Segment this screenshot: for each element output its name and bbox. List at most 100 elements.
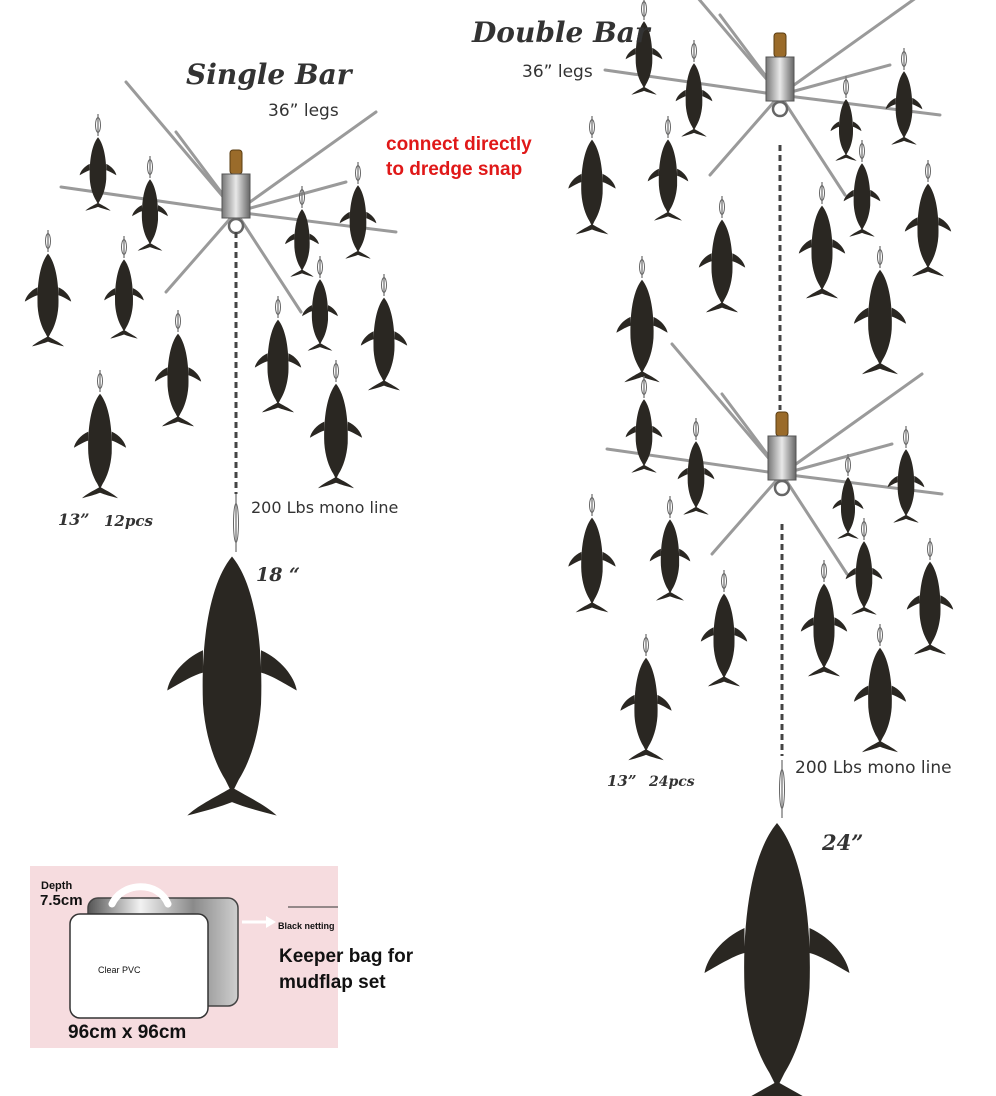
- single-teaser-snap-3-loop: [121, 239, 127, 255]
- double-lower-teaser-11: [853, 647, 907, 753]
- double-lower-teaser-9: [845, 541, 883, 615]
- keeper-bag-panel: Depth 7.5cm Black netting Clear PVC 96cm…: [30, 866, 338, 1048]
- single-chaser-snap-loop: [233, 503, 239, 543]
- single-teaser-2: [24, 253, 72, 347]
- double-lower-teaser-snap-7-loop: [903, 429, 909, 445]
- double-upper-teaser-snap-9-loop: [859, 143, 865, 159]
- double-lower-arm-6: [710, 472, 784, 556]
- single-teaser-snap-4-loop: [175, 313, 181, 329]
- double-upper-teaser-11: [853, 269, 907, 375]
- double-upper-hub-swivel: [773, 32, 787, 58]
- single-teaser-snap-5-loop: [97, 373, 103, 389]
- single-teaser-5: [73, 393, 127, 499]
- double-lower-teaser-10: [906, 561, 954, 655]
- callout-line-2: to dredge snap: [386, 159, 523, 180]
- single-teaser-8: [254, 319, 302, 413]
- bag-pvc-label: Clear PVC: [98, 965, 141, 975]
- single-chaser-fish: [167, 556, 297, 816]
- double-upper-teaser-snap-4-loop: [639, 259, 645, 275]
- single-teaser-snap-1-loop: [147, 159, 153, 175]
- double-upper-teaser-snap-6-loop: [843, 79, 849, 95]
- double-upper-teaser-1: [675, 63, 713, 137]
- double-bar-chaser-size: 24”: [822, 830, 864, 855]
- double-lower-teaser-4: [620, 657, 672, 761]
- double-upper-hub-ring: [771, 100, 789, 118]
- single-teaser-snap-0-loop: [95, 117, 101, 133]
- single-arm-1: [234, 110, 378, 214]
- double-upper-teaser-snap-3-loop: [665, 119, 671, 135]
- single-bar-chaser-size: 18 “: [256, 564, 300, 586]
- double-lower-teaser-snap-0-loop: [641, 379, 647, 395]
- double-lower-teaser-snap-11-loop: [877, 627, 883, 643]
- double-upper-teaser-5: [698, 219, 746, 313]
- double-upper-teaser-snap-5-loop: [719, 199, 725, 215]
- double-lower-arm-7: [780, 472, 849, 576]
- double-upper-arm-3: [778, 93, 942, 117]
- bag-depth-value: 7.5cm: [40, 892, 83, 909]
- keeper-bag-caption-1: Keeper bag for: [279, 946, 414, 967]
- double-upper-teaser-snap-10-loop: [925, 163, 931, 179]
- bag-size-label: 96cm x 96cm: [68, 1022, 187, 1043]
- single-hub-swivel: [229, 149, 243, 175]
- bag-depth-label: Depth: [41, 880, 73, 892]
- single-bar-title: Single Bar: [186, 58, 352, 91]
- double-upper-teaser-2: [568, 139, 616, 235]
- double-lower-teaser-snap-10-loop: [927, 541, 933, 557]
- double-upper-arm-5: [778, 63, 892, 97]
- single-bar-teaser-count: 12pcs: [104, 512, 153, 530]
- double-upper-teaser-snap-7-loop: [901, 51, 907, 67]
- double-lower-arm-1: [780, 372, 924, 476]
- callout-line-1: connect directly: [386, 134, 532, 155]
- single-teaser-snap-6-loop: [299, 189, 305, 205]
- single-teaser-10: [360, 297, 408, 391]
- single-bar-teaser-size: 13”: [58, 510, 90, 529]
- single-hub-block: [221, 173, 251, 219]
- double-upper-teaser-9: [843, 163, 881, 237]
- double-lower-teaser-snap-4-loop: [643, 637, 649, 653]
- double-upper-teaser-10: [904, 183, 952, 277]
- double-lower-teaser-snap-1-loop: [693, 421, 699, 437]
- single-teaser-11: [309, 383, 363, 489]
- double-lower-hub-swivel: [775, 411, 789, 437]
- single-arm-3: [234, 210, 398, 234]
- double-upper-teaser-snap-1-loop: [691, 43, 697, 59]
- double-lower-teaser-8: [800, 583, 848, 677]
- single-teaser-3: [104, 259, 144, 339]
- single-teaser-snap-11-loop: [333, 363, 339, 379]
- single-teaser-1: [132, 179, 168, 251]
- double-lower-teaser-6: [832, 477, 864, 539]
- double-upper-teaser-snap-11-loop: [877, 249, 883, 265]
- double-upper-arm-7: [778, 93, 847, 197]
- single-teaser-0: [79, 137, 117, 211]
- double-upper-teaser-snap-0-loop: [641, 1, 647, 17]
- keeper-bag-caption-2: mudflap set: [279, 972, 386, 993]
- single-bar-line-label: 200 Lbs mono line: [251, 498, 399, 517]
- double-lower-teaser-snap-6-loop: [845, 457, 851, 473]
- single-arm-0: [124, 80, 238, 214]
- double-upper-teaser-snap-8-loop: [819, 185, 825, 201]
- single-arm-7: [234, 210, 303, 314]
- single-bar-legs: 36” legs: [268, 101, 339, 121]
- double-bar-legs: 36” legs: [522, 62, 593, 82]
- double-lower-teaser-7: [887, 449, 925, 523]
- double-lower-teaser-3: [649, 519, 691, 601]
- double-lower-teaser-2: [568, 517, 616, 613]
- double-lower-arm-5: [780, 442, 894, 476]
- single-teaser-snap-8-loop: [275, 299, 281, 315]
- double-upper-arm-1: [778, 0, 916, 97]
- double-lower-teaser-1: [677, 441, 715, 515]
- double-bar-line-label: 200 Lbs mono line: [795, 758, 952, 778]
- double-lower-teaser-snap-2-loop: [589, 497, 595, 513]
- single-teaser-snap-9-loop: [317, 259, 323, 275]
- double-bar-teaser-size: 13”: [607, 772, 637, 790]
- single-teaser-7: [339, 185, 377, 259]
- double-upper-teaser-8: [798, 205, 846, 299]
- double-lower-hub-ring: [773, 479, 791, 497]
- double-upper-hub-block: [765, 56, 795, 102]
- double-chaser-fish: [704, 823, 850, 1096]
- double-upper-teaser-4: [616, 279, 668, 383]
- bag-netting-label: Black netting: [278, 921, 335, 931]
- double-chaser-snap-loop: [779, 769, 785, 809]
- double-upper-teaser-3: [647, 139, 689, 221]
